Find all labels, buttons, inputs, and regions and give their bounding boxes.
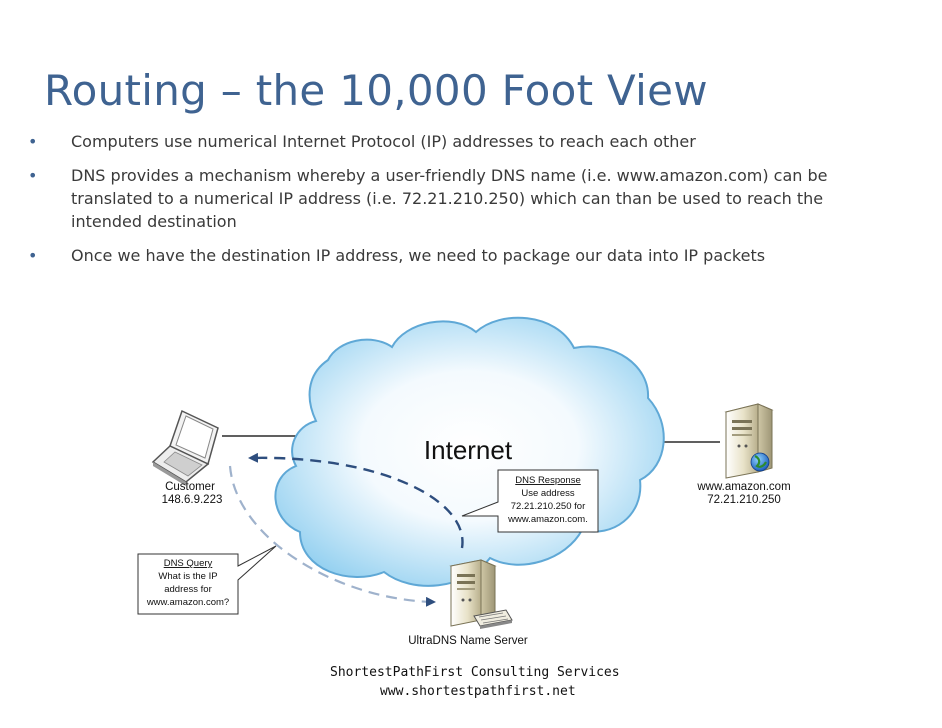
bullet-item: • DNS provides a mechanism whereby a user… — [28, 164, 888, 233]
network-diagram: Internet Customer 148.6.9.223 — [137, 316, 791, 647]
bullet-item: • Once we have the destination IP address… — [28, 244, 888, 267]
bullet-text: DNS provides a mechanism whereby a user-… — [71, 166, 828, 231]
laptop-icon — [151, 409, 219, 486]
web-server-name-label: www.amazon.com — [696, 481, 790, 493]
footer-company: ShortestPathFirst Consulting Services — [330, 665, 620, 680]
internet-label: Internet — [424, 435, 513, 465]
keyboard-icon — [473, 609, 513, 629]
dns-query-callout: DNS Query What is the IP address for www… — [137, 545, 277, 615]
slide-title: Routing – the 10,000 Foot View — [44, 66, 708, 115]
dns-query-arrow — [228, 465, 436, 607]
bullet-item: • Computers use numerical Internet Protoc… — [28, 130, 888, 153]
dns-response-line: www.amazon.com. — [507, 514, 588, 525]
bullet-list: • Computers use numerical Internet Protoc… — [28, 130, 888, 278]
customer-name-label: Customer — [165, 481, 215, 493]
dns-response-line: 72.21.210.250 for — [511, 501, 585, 512]
bullet-dot-icon: • — [28, 246, 38, 265]
dns-query-heading: DNS Query — [164, 558, 213, 569]
bullet-dot-icon: • — [28, 132, 38, 151]
web-server-icon — [724, 403, 774, 479]
bullet-text: Once we have the destination IP address,… — [71, 246, 766, 265]
dns-query-line: www.amazon.com? — [146, 597, 229, 608]
dns-response-callout: DNS Response Use address 72.21.210.250 f… — [461, 469, 599, 533]
footer-website: www.shortestpathfirst.net — [380, 684, 576, 699]
dns-response-arrow — [248, 452, 464, 549]
dns-query-line: What is the IP — [158, 571, 217, 582]
dns-query-line: address for — [164, 584, 212, 595]
bullet-text: Computers use numerical Internet Protoco… — [71, 132, 696, 151]
dns-response-line: Use address — [521, 488, 575, 499]
web-server-ip-label: 72.21.210.250 — [707, 494, 781, 506]
name-server-icon — [449, 559, 497, 627]
bullet-dot-icon: • — [28, 166, 38, 185]
globe-icon — [750, 452, 770, 472]
name-server-label: UltraDNS Name Server — [408, 635, 528, 647]
internet-cloud: Internet — [274, 316, 665, 587]
dns-response-heading: DNS Response — [515, 475, 580, 486]
customer-ip-label: 148.6.9.223 — [162, 494, 223, 506]
